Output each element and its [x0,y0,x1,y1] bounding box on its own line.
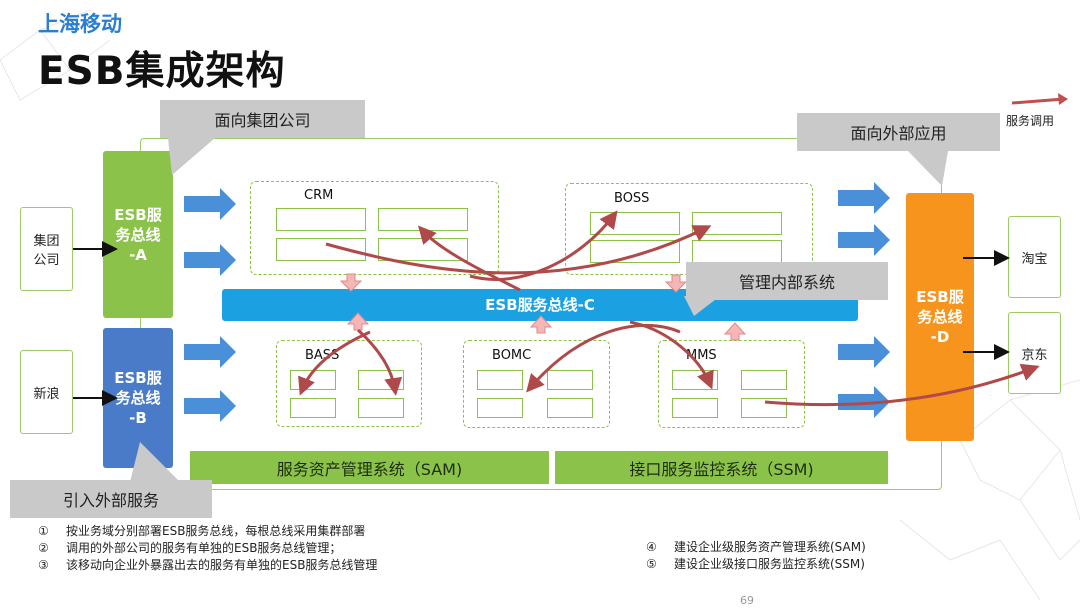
callout-internal-systems: 管理内部系统 [686,262,888,300]
note-text: 建设企业级接口服务监控系统(SSM) [674,557,865,571]
bomc-module [477,370,523,390]
crm-module [378,238,468,261]
callout-label: 面向集团公司 [214,111,311,130]
bass-module [290,370,336,390]
esb-bus-a: ESB服 务总线 -A [103,151,173,318]
boss-module [692,240,782,263]
note-text: 该移动向企业外暴露出去的服务有单独的ESB服务总线管理 [66,558,378,572]
notes-left: ① 按业务域分别部署ESB服务总线，每根总线采用集群部署 ② 调用的外部公司的服务有… [38,522,377,573]
notes-right: ④ 建设企业级服务资产管理系统(SAM) ⑤ 建设企业级接口服务监控系统(SSM) [646,538,866,572]
callout-group-company: 面向集团公司 [160,100,365,138]
callout-label: 引入外部服务 [62,491,159,510]
external-sina: 新浪 [20,350,73,434]
mms-module [672,398,718,418]
note-number: ② [38,541,49,555]
note-item: ② 调用的外部公司的服务有单独的ESB服务总线管理； [38,539,377,556]
note-item: ⑤ 建设企业级接口服务监控系统(SSM) [646,555,866,572]
page-title: ESB集成架构 [38,49,286,94]
note-text: 调用的外部公司的服务有单独的ESB服务总线管理； [66,541,342,555]
system-label-mms: MMS [686,348,717,363]
bass-module [358,398,404,418]
page-number: 69 [740,594,754,607]
esb-bus-d: ESB服 务总线 -D [906,193,974,441]
bass-module [290,398,336,418]
mms-module [741,398,787,418]
note-item: ③ 该移动向企业外暴露出去的服务有单独的ESB服务总线管理 [38,556,377,573]
legend-label: 服务调用 [1006,114,1055,128]
note-number: ⑤ [646,557,657,571]
callout-external-apps: 面向外部应用 [797,113,1000,151]
callout-import-external: 引入外部服务 [10,480,212,518]
system-label-boss: BOSS [614,191,650,206]
bomc-module [477,398,523,418]
crm-module [276,238,366,261]
ssm-label: 接口服务监控系统（SSM) [629,459,814,479]
note-number: ③ [38,558,49,572]
mms-module [672,370,718,390]
note-number: ① [38,524,49,538]
note-item: ① 按业务域分别部署ESB服务总线，每根总线采用集群部署 [38,522,377,539]
brand-logo-text: 上海移动 [38,12,122,36]
note-number: ④ [646,540,657,554]
note-text: 按业务域分别部署ESB服务总线，每根总线采用集群部署 [66,524,366,538]
sam-bar: 服务资产管理系统（SAM) [190,451,549,484]
system-label-crm: CRM [304,188,334,203]
boss-module [590,212,680,235]
note-item: ④ 建设企业级服务资产管理系统(SAM) [646,538,866,555]
crm-module [378,208,468,231]
external-group-company: 集团 公司 [20,207,73,291]
external-jd: 京东 [1008,312,1061,394]
note-text: 建设企业级服务资产管理系统(SAM) [674,540,866,554]
mms-module [741,370,787,390]
ssm-bar: 接口服务监控系统（SSM) [555,451,888,484]
callout-label: 面向外部应用 [850,124,947,143]
bomc-module [547,398,593,418]
system-label-bomc: BOMC [492,348,532,363]
callout-label: 管理内部系统 [738,273,835,292]
esb-bus-b: ESB服 务总线 -B [103,328,173,468]
boss-module [590,240,680,263]
bass-module [358,370,404,390]
boss-module [692,212,782,235]
external-taobao: 淘宝 [1008,216,1061,298]
bomc-module [547,370,593,390]
crm-module [276,208,366,231]
sam-label: 服务资产管理系统（SAM) [276,459,463,479]
system-label-bass: BASS [305,348,340,363]
